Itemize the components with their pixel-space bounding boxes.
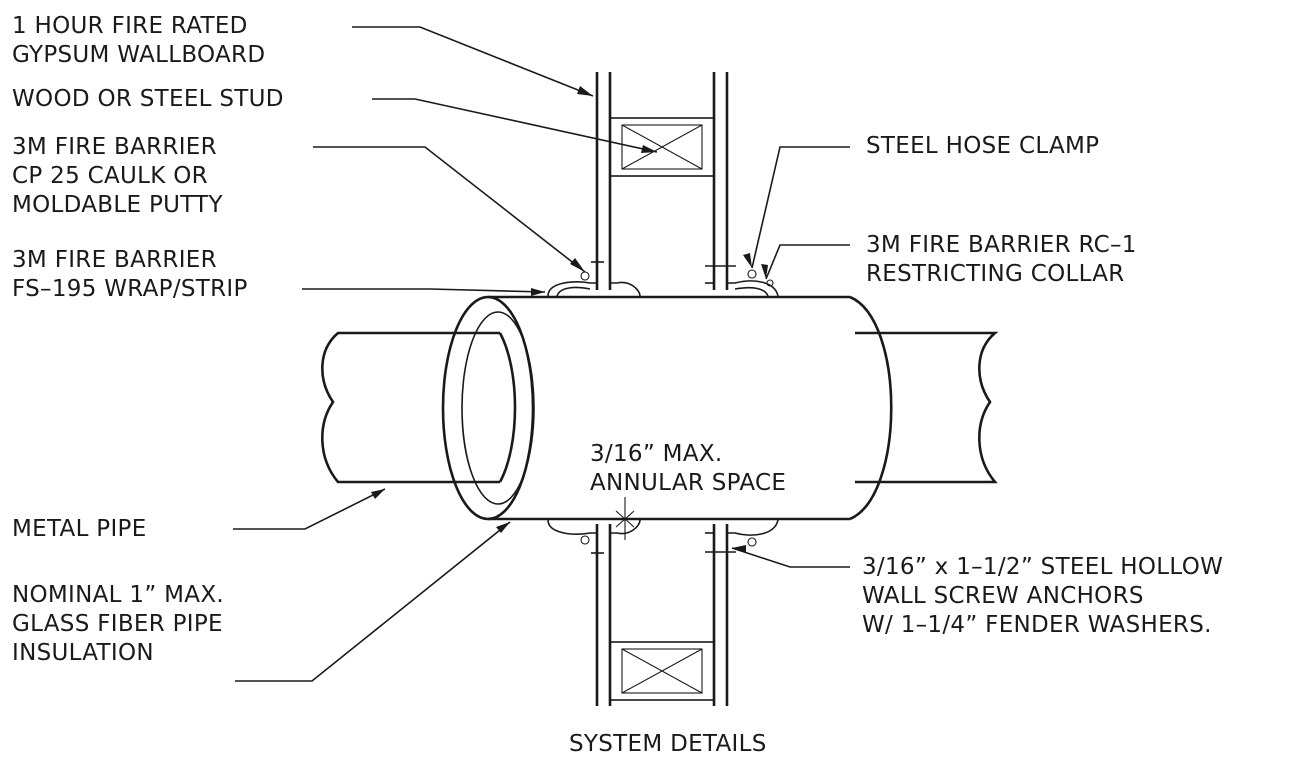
stud-top: [609, 117, 715, 177]
label-gypsum-wallboard: 1 HOUR FIRE RATED GYPSUM WALLBOARD: [12, 12, 265, 70]
label-line: INSULATION: [12, 640, 154, 666]
label-line: 3M FIRE BARRIER: [12, 247, 217, 273]
leader-arrows: [371, 86, 768, 552]
label-line: W/ 1–1/4” FENDER WASHERS.: [862, 612, 1212, 638]
metal-pipe: [321, 331, 999, 484]
label-line: 1 HOUR FIRE RATED: [12, 13, 248, 39]
stud-bottom: [609, 641, 715, 701]
label-insulation: NOMINAL 1” MAX. GLASS FIBER PIPE INSULAT…: [12, 581, 224, 668]
caption-system-details: SYSTEM DETAILS: [569, 730, 767, 759]
label-line: 3M FIRE BARRIER RC–1: [866, 232, 1137, 258]
label-anchors: 3/16” x 1–1/2” STEEL HOLLOW WALL SCREW A…: [862, 553, 1223, 640]
label-line: FS–195 WRAP/STRIP: [12, 276, 248, 302]
label-line: 3M FIRE BARRIER: [12, 134, 217, 160]
wall-left: [595, 72, 612, 706]
label-line: GYPSUM WALLBOARD: [12, 42, 266, 68]
label-caulk: 3M FIRE BARRIER CP 25 CAULK OR MOLDABLE …: [12, 133, 223, 220]
penetration-detail-drawing: [233, 26, 999, 706]
pipe-insulation: [441, 295, 893, 521]
wall-right: [712, 72, 729, 706]
label-line: NOMINAL 1” MAX.: [12, 582, 225, 608]
label-line: WOOD OR STEEL STUD: [12, 86, 284, 112]
label-line: 3/16” x 1–1/2” STEEL HOLLOW: [862, 554, 1224, 580]
label-metal-pipe: METAL PIPE: [12, 515, 147, 544]
label-line: CP 25 CAULK OR: [12, 163, 208, 189]
label-line: ANNULAR SPACE: [590, 470, 787, 496]
label-line: WALL SCREW ANCHORS: [862, 583, 1144, 609]
label-line: 3/16” MAX.: [590, 441, 723, 467]
label-line: STEEL HOSE CLAMP: [866, 133, 1100, 159]
label-annular-space: 3/16” MAX. ANNULAR SPACE: [590, 440, 786, 498]
restricting-collar-bottom: [547, 519, 779, 554]
label-line: RESTRICTING COLLAR: [866, 261, 1125, 287]
label-stud: WOOD OR STEEL STUD: [12, 85, 284, 114]
restricting-collar-top: [547, 261, 779, 297]
label-line: METAL PIPE: [12, 516, 147, 542]
caption-text: SYSTEM DETAILS: [569, 731, 767, 757]
label-restricting-collar: 3M FIRE BARRIER RC–1 RESTRICTING COLLAR: [866, 231, 1137, 289]
label-wrap-strip: 3M FIRE BARRIER FS–195 WRAP/STRIP: [12, 246, 248, 304]
label-line: MOLDABLE PUTTY: [12, 192, 223, 218]
label-line: GLASS FIBER PIPE: [12, 611, 223, 637]
label-hose-clamp: STEEL HOSE CLAMP: [866, 132, 1099, 161]
annular-space-dimension: [597, 497, 655, 540]
leader-lines: [233, 26, 850, 682]
